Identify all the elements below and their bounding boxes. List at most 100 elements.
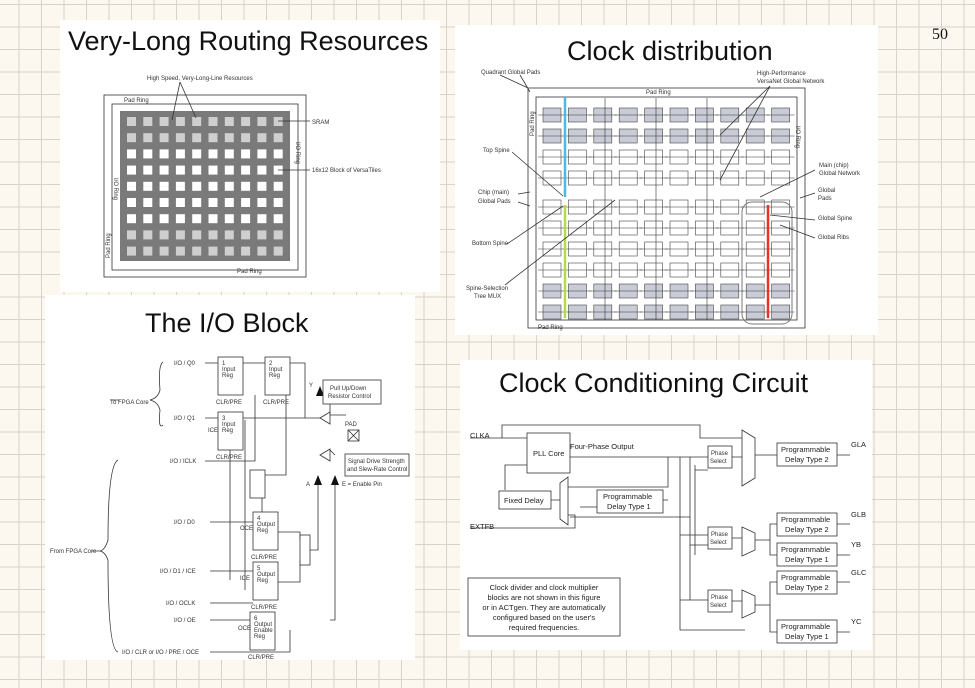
versatile-cell: [127, 214, 136, 224]
versatile-cell: [241, 133, 251, 143]
output-label: YC: [851, 617, 862, 626]
versatile-cell: [143, 246, 153, 256]
versatile-cell: [159, 214, 169, 224]
versatile-cell: [273, 214, 283, 224]
versatile-cell: [192, 198, 202, 207]
versatile-cell: [273, 198, 283, 207]
label-top-spine: Top Spine: [483, 148, 510, 154]
label-pad-ring: Pad Ring: [237, 269, 262, 275]
oce-label: OCE: [240, 526, 253, 532]
register-label: 5: [257, 566, 261, 572]
label-spine-mux: Tree MUX: [474, 294, 501, 300]
versatile-cell: [127, 165, 136, 175]
versatile-cell: [224, 230, 234, 240]
register-label: 2: [269, 361, 273, 367]
versatile-cell: [127, 246, 136, 256]
phase-select-label: Phase: [711, 595, 729, 601]
register-box: [252, 561, 279, 601]
register-box: [252, 511, 279, 551]
register-box: [264, 356, 291, 396]
versatile-cell: [273, 246, 283, 256]
phase-select-label: Phase: [711, 451, 729, 457]
versatile-cell: [224, 246, 234, 256]
versatile-cell: [192, 117, 202, 126]
label-y: Y: [309, 383, 313, 389]
versatile-cell: [208, 246, 218, 256]
ice-label: ICE: [240, 576, 250, 582]
versatile-cell: [175, 214, 185, 224]
programmable-delay-box: [776, 570, 838, 595]
label-pll: PLL Core: [533, 449, 564, 458]
label-e: E = Enable Pin: [342, 482, 382, 488]
fixed-delay-box: [498, 490, 552, 510]
register-label: Reg: [269, 373, 280, 379]
label-pad-ring: Pad Ring: [124, 98, 149, 104]
versatile-cell: [273, 117, 283, 126]
register-label: Output: [257, 522, 275, 528]
panel-title: Very-Long Routing Resources: [68, 26, 428, 56]
note-line: configured based on the user's: [493, 613, 596, 622]
versatile-cell: [127, 149, 136, 159]
versatile-cell: [159, 117, 169, 126]
versatile-cell: [257, 149, 267, 159]
versatile-cell: [159, 133, 169, 143]
label-global-pads: Global: [818, 188, 835, 194]
versatile-cell: [241, 181, 251, 191]
versatile-cell: [224, 117, 234, 126]
input-extfb: EXTFB: [470, 522, 494, 531]
programmable-delay-box: [776, 442, 838, 467]
versatile-cell: [224, 149, 234, 159]
signal-q1: I/O / Q1: [174, 416, 196, 422]
versatile-cell: [257, 181, 267, 191]
versatile-cell: [175, 198, 185, 207]
versatile-cell: [159, 149, 169, 159]
versatile-cell: [241, 117, 251, 126]
phase-select-label: Select: [710, 459, 727, 465]
versatile-cell: [208, 149, 218, 159]
versatile-cell: [257, 246, 267, 256]
label-main-network: Global Network: [819, 171, 861, 177]
versatile-cell: [224, 181, 234, 191]
versatile-cell: [192, 165, 202, 175]
delay-label: Programmable: [781, 445, 830, 454]
label-spine-mux: Spine-Selection: [466, 286, 508, 292]
versatile-cell: [273, 149, 283, 159]
phase-select-label: Phase: [711, 532, 729, 538]
label-global-spine: Global Spine: [818, 216, 853, 222]
versatile-cell: [159, 230, 169, 240]
versatile-cell: [208, 198, 218, 207]
signal-d1: I/O / D1 / ICE: [160, 569, 196, 575]
oce-label: OCE: [238, 626, 251, 632]
label-pad-ring: Pad Ring: [646, 90, 671, 96]
label-pull: Resistor Control: [328, 394, 371, 400]
delay-label: Delay Type 1: [785, 555, 829, 564]
versatile-cell: [192, 246, 202, 256]
label-fixed-delay: Fixed Delay: [504, 496, 544, 505]
versatile-cell: [241, 230, 251, 240]
register-label: 4: [257, 516, 261, 522]
versatile-cell: [143, 214, 153, 224]
versatile-cell: [159, 246, 169, 256]
label-bottom-spine: Bottom Spine: [472, 241, 509, 247]
label-pad-ring: Pad Ring: [106, 233, 112, 258]
versatile-cell: [175, 149, 185, 159]
phase-select-box: [707, 445, 733, 469]
programmable-delay-box: [776, 512, 838, 537]
register-label: Enable: [254, 628, 273, 634]
versatile-cell: [143, 165, 153, 175]
panel-title: The I/O Block: [145, 308, 309, 338]
versatile-cell: [257, 117, 267, 126]
label-drive: and Slew-Rate Control: [347, 467, 407, 473]
signal-oclk: I/O / OCLK: [166, 601, 195, 607]
versatile-cell: [208, 133, 218, 143]
note-line: Clock divider and clock multiplier: [490, 583, 599, 592]
register-label: Input: [222, 422, 236, 428]
versatile-cell: [159, 181, 169, 191]
programmable-delay-box: [776, 542, 838, 567]
versatile-cell: [208, 117, 218, 126]
delay-label: Programmable: [781, 622, 830, 631]
signal-clr: I/O / CLR or I/O / PRE / OCE: [122, 650, 199, 656]
register-label: Reg: [254, 634, 265, 640]
quadrant-highlight: [741, 201, 793, 325]
